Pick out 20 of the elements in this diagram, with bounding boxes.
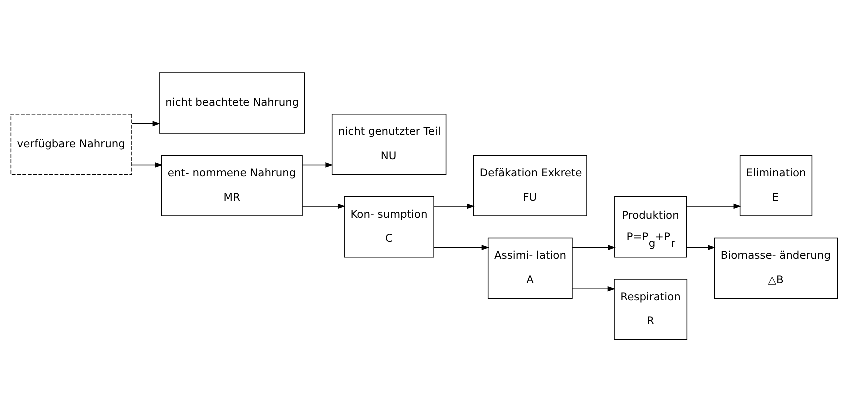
arrow [572,286,616,292]
arrow [302,204,346,210]
arrow [686,204,742,210]
arrow [572,245,616,250]
arrow [686,245,716,250]
node-box: verfügbare Nahrung [10,114,132,176]
arrow [434,245,490,250]
node-box: Elimination E [740,155,813,216]
arrow [434,204,475,210]
node-box: ent- nommene Nahrung MR [161,155,303,216]
arrow [302,162,334,168]
node-box: Defäkation Exkrete FU [473,155,588,216]
arrow [132,162,163,168]
node-box: nicht beachtete Nahrung [159,72,306,134]
node-box: Assimi- lation A [488,238,573,300]
node-box: Respiration R [614,279,688,340]
node-box: nicht genutzter Teil NU [332,114,447,176]
arrow [132,121,160,127]
node-box: Kon- sumption C [344,196,434,258]
node-box: Biomasse- änderung △B [714,238,838,300]
